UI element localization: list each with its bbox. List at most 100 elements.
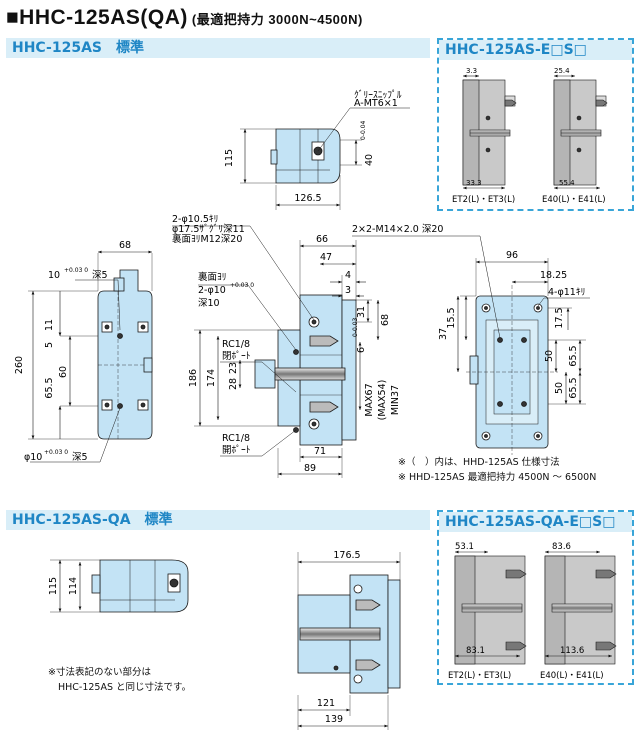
qa-opt-caption-a: ET2(L)・ET3(L) [448,671,511,681]
qa-opt-dim-a: 53.1 [455,542,474,552]
dim-174: 174 [206,369,217,387]
end-view [352,235,590,455]
std-opt-caption-b: E40(L)・E41(L) [542,195,606,205]
std-opt-caption-a: ET2(L)・ET3(L) [452,195,515,205]
front-view [28,250,153,463]
dim-260: 260 [14,356,25,374]
qa-opt-dim-d: 113.6 [560,646,584,656]
dim-17-5: 17.5 [554,307,565,328]
side-hole-label-2: φ17.5ｻﾞｸﾞﾘ深11 [172,224,245,235]
side-view [172,225,380,478]
hole-top-tol: +0.03 0 [64,267,88,274]
dim-11: 11 [44,319,55,331]
option-box-qa [437,510,634,685]
dim-6: 6 [356,347,367,353]
dim-96: 96 [506,250,518,261]
page-title: ■HHC-125AS(QA)(最適把持力 3000N~4500N) [6,6,363,30]
qa-opt-dim-c: 83.1 [466,646,485,656]
tap-label: 2×2-M14×2.0 深20 [352,224,443,235]
dim-126-5: 126.5 [294,193,321,204]
dim-68-side: 68 [380,314,391,326]
std-option-drawings [462,74,608,190]
dim-6-tol: 0-0.03 [352,317,359,337]
piston-rod [274,367,346,381]
note-2: ※ HHD-125AS 最適把持力 4500N ～ 6500N [398,472,597,483]
section-header-standard: HHC-125AS 標準 [6,38,430,58]
nipple-label-2: A-MT6×1 [354,98,398,109]
drill-label: 4-φ11ｷﾘ [548,287,585,298]
top-view [240,107,410,210]
back-label-1: 裏面ﾖﾘ [198,271,227,283]
bottom-hole-tol: +0.03 0 [44,449,68,456]
dim-23: 23 [228,362,239,374]
option-a [462,74,517,190]
qa-note-2: HHC-125AS と同じ寸法です。 [58,682,192,693]
back-label-2: 2-φ10 [198,285,226,296]
dim-65-5-a: 65.5 [568,345,579,366]
rc-label-1: RC1/8 [222,339,250,350]
rc-label-2: 閉ﾎﾟｰﾄ [222,351,251,362]
dim-89: 89 [304,463,316,474]
back-label-2-tol: +0.03 0 [230,282,254,289]
dim-min37: MIN37 [390,385,401,415]
dim-40: 40 [364,154,375,166]
dim-40-tol: 0-0.04 [360,120,367,140]
std-opt-dim-d: 55.4 [559,179,575,187]
dim-115: 115 [224,149,235,167]
title-sub: (最適把持力 3000N~4500N) [191,12,363,27]
dim-60: 60 [58,366,69,378]
dim-18-25: 18.25 [540,270,567,281]
section-header-qa-option: HHC-125AS-QA-E□S□ [439,512,632,532]
dim-max67: MAX67 [364,383,375,416]
section-header-qa: HHC-125AS-QA 標準 [6,510,430,530]
qa-option-drawings [454,550,617,665]
dim-65-5: 65.5 [44,377,55,398]
back-label-3: 深10 [198,298,220,309]
dim-5: 5 [44,342,55,348]
dim-47: 47 [320,252,332,263]
rc-label-4: 開ﾎﾟｰﾄ [222,445,251,456]
section-header-standard-option: HHC-125AS-E□S□ [439,40,632,60]
qa-opt-dim-b: 83.6 [552,542,571,552]
side-hole-label-3: 裏面ﾖﾘM12深20 [172,233,242,245]
qa-side-view [297,552,401,730]
rc-label-3: RC1/8 [222,433,250,444]
dim-71: 71 [314,446,326,457]
dim-4: 4 [345,270,351,281]
top-view-body [275,128,341,184]
qa-top-view [50,559,189,613]
dim-28: 28 [228,378,239,390]
dim-65-5-b: 65.5 [568,377,579,398]
dim-66: 66 [316,234,328,245]
qa-dim-139: 139 [325,714,343,725]
qa-dim-176-5: 176.5 [333,550,360,561]
option-b [553,74,608,190]
option-box-standard [437,38,634,211]
front-view-body [97,269,153,440]
nipple-label-1: ｸﾞﾘｰｽﾆｯﾌﾟﾙ [354,90,402,101]
qa-dim-114: 114 [68,577,79,595]
dim-68-front: 68 [119,240,131,251]
std-opt-dim-b: 25.4 [554,67,570,75]
qa-note-1: ※寸法表記のない部分は [48,667,151,678]
dim-31: 31 [356,306,367,318]
note-1: ※（ ）内は、HHD-125AS 仕様寸法 [398,457,560,468]
qa-dim-121: 121 [317,698,335,709]
hole-top-label: 10 [48,270,60,281]
std-opt-dim-a: 3.3 [466,67,477,75]
dim-3: 3 [345,285,351,296]
dim-50-a: 50 [544,350,555,362]
dim-186: 186 [188,369,199,387]
qa-dim-115: 115 [48,577,59,595]
dim-max54: (MAX54) [377,380,388,421]
qa-opt-caption-b: E40(L)・E41(L) [540,671,604,681]
side-hole-label-1: 2-φ10.5ｷﾘ [172,214,218,225]
dim-37: 37 [438,328,449,340]
title-main: ■HHC-125AS(QA) [6,6,188,29]
bottom-hole-depth: 深5 [72,452,88,463]
dim-15-5: 15.5 [446,307,457,328]
dim-50-b: 50 [554,382,565,394]
std-opt-dim-c: 33.3 [466,179,482,187]
bottom-hole-label: φ10 [24,452,42,463]
